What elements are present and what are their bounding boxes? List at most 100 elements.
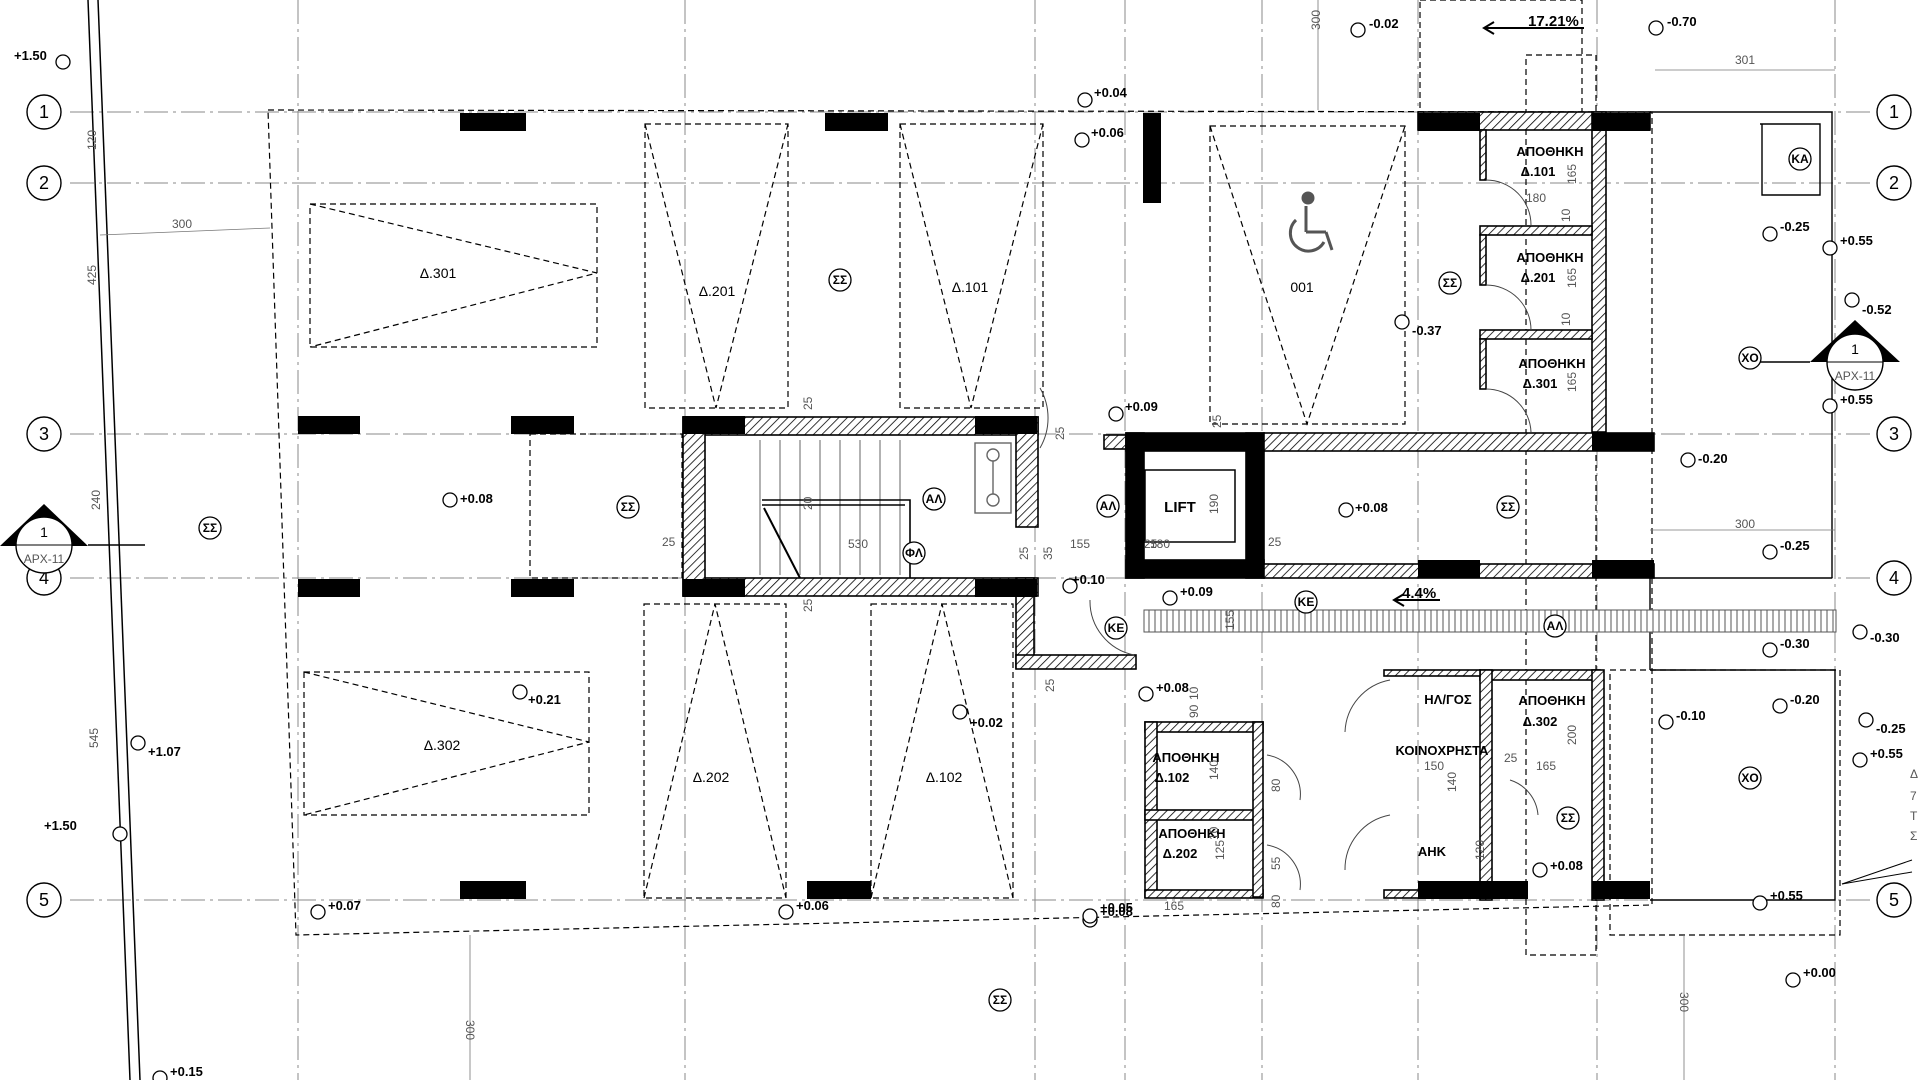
- storage-title-202: ΑΠΟΘΗΚΗ: [1158, 826, 1225, 841]
- level-label: +0.08: [1100, 904, 1133, 919]
- slope-label-corridor: 4.4%: [1402, 585, 1436, 602]
- level-label: +1.50: [14, 48, 47, 63]
- dimension-lines: [99, 0, 1835, 1080]
- edge-text: Τ: [1910, 809, 1918, 823]
- dimension-label: 25: [1504, 751, 1518, 765]
- level-label: -0.25: [1780, 219, 1810, 234]
- dimension-label: 20: [801, 496, 815, 510]
- dimension-label: 10: [1559, 312, 1573, 326]
- slope-arrows: [1392, 21, 1584, 607]
- parking-label-202: Δ.202: [693, 769, 730, 785]
- symbol-ss: ΣΣ: [833, 273, 847, 287]
- grid-bubble-right-1: [1876, 94, 1912, 130]
- level-label: -0.02: [1369, 16, 1399, 31]
- dimension-label: 155: [1070, 537, 1090, 551]
- grid-label-right-1: 1: [1889, 102, 1899, 122]
- symbol-ss: ΣΣ: [621, 500, 635, 514]
- dimension-label: 240: [89, 490, 103, 510]
- level-label: +0.08: [1355, 500, 1388, 515]
- grid-label-left-2: 2: [39, 173, 49, 193]
- dimension-label: 165: [1565, 268, 1579, 288]
- dimension-label: 300: [172, 217, 192, 231]
- dashed-outlines: [267, 0, 1841, 956]
- symbol-ss: ΣΣ: [203, 521, 217, 535]
- symbol-xo: ΧΟ: [1741, 351, 1758, 365]
- dimension-label: 25: [1268, 535, 1282, 549]
- dimension-label: 90: [1187, 704, 1201, 718]
- dimension-label: 120: [1473, 840, 1487, 860]
- level-label: +0.55: [1840, 392, 1873, 407]
- level-label: +0.15: [170, 1064, 203, 1079]
- storage-label-301: Δ.301: [1523, 376, 1558, 391]
- grid-bubble-right-5: [1876, 882, 1912, 918]
- level-label: -0.25: [1876, 721, 1906, 736]
- dimension-label: 25: [801, 396, 815, 410]
- room-labels: Δ.301 Δ.201 Δ.101 001 Δ.302 Δ.202 Δ.102 …: [420, 144, 1586, 861]
- storage-label-102: Δ.102: [1155, 770, 1190, 785]
- level-label: +0.55: [1840, 233, 1873, 248]
- level-label: +0.09: [1125, 399, 1158, 414]
- level-label: +0.06: [1091, 125, 1124, 140]
- edge-text: Σ: [1910, 829, 1917, 843]
- grid-label-left-4: 4: [39, 568, 49, 588]
- symbol-fl: ΦΛ: [905, 546, 923, 560]
- dimension-labels: 300 301 300 300 300 300 120 425 240 545 …: [85, 10, 1755, 1041]
- circled-symbol-labels: ΣΣ ΣΣ ΣΣ ΣΣ ΣΣ ΣΣ ΣΣ ΑΛ ΑΛ ΑΛ ΚΕ ΚΕ ΚΑ Χ…: [203, 152, 1809, 1007]
- dimension-label: 300: [1677, 992, 1691, 1012]
- level-label: +0.08: [1156, 680, 1189, 695]
- symbol-xo: ΧΟ: [1741, 771, 1758, 785]
- level-label: -0.20: [1698, 451, 1728, 466]
- level-labels: +1.50 -0.02 -0.70 +0.04 +0.06 -0.25 +0.5…: [14, 14, 1906, 1079]
- level-label: +0.05: [1100, 900, 1133, 915]
- level-label: +1.50: [44, 818, 77, 833]
- storage-title-201: ΑΠΟΘΗΚΗ: [1516, 250, 1583, 265]
- section-marker-left: [0, 504, 145, 574]
- building-edge-right: [1649, 111, 1836, 901]
- grid-bubble-left-3: [26, 416, 62, 452]
- level-label: +0.02: [970, 715, 1003, 730]
- dimension-label: 165: [1565, 372, 1579, 392]
- symbol-al: ΑΛ: [1547, 619, 1564, 633]
- symbol-ss: ΣΣ: [1501, 500, 1515, 514]
- level-label: -0.70: [1667, 14, 1697, 29]
- ramp-strip: [1143, 609, 1837, 633]
- grid-label-right-2: 2: [1889, 173, 1899, 193]
- ahk-meter-label: ΑΗΚ: [1418, 844, 1447, 859]
- grid-bubble-left-5: [26, 882, 62, 918]
- storage-title-102: ΑΠΟΘΗΚΗ: [1152, 750, 1219, 765]
- dimension-label: 35: [1041, 546, 1055, 560]
- storage-label-101: Δ.101: [1521, 164, 1556, 179]
- lift-label: LIFT: [1164, 499, 1196, 516]
- grid-label-right-4: 4: [1889, 568, 1899, 588]
- dimension-label: 150: [1424, 759, 1444, 773]
- level-label: +1.07: [148, 744, 181, 759]
- level-label: +0.04: [1094, 85, 1128, 100]
- dimension-label: 25: [801, 598, 815, 612]
- stair-rail: [762, 499, 911, 578]
- dimension-label: 25: [1210, 414, 1224, 428]
- level-marker-symbols: [55, 20, 1874, 1080]
- grid-bubble-right-2: [1876, 165, 1912, 201]
- level-label: +0.08: [460, 491, 493, 506]
- level-label: +0.09: [1180, 584, 1213, 599]
- grid-bubble-right-3: [1876, 416, 1912, 452]
- section-ref-right: ΑΡΧ-11: [1835, 369, 1876, 383]
- dimension-label: 25: [1053, 426, 1067, 440]
- dimension-label: 55: [1269, 856, 1283, 870]
- grid-label-right-5: 5: [1889, 890, 1899, 910]
- dimension-label: 200: [1565, 725, 1579, 745]
- level-label: -0.10: [1676, 708, 1706, 723]
- level-label: -0.30: [1870, 630, 1900, 645]
- dimension-label: 140: [1445, 772, 1459, 792]
- grid-label-left-5: 5: [39, 890, 49, 910]
- parking-label-101: Δ.101: [952, 279, 989, 295]
- level-label: +0.06: [796, 898, 829, 913]
- section-ref-left: ΑΡΧ-11: [24, 552, 65, 566]
- symbol-al: ΑΛ: [926, 492, 943, 506]
- symbol-ka: ΚΑ: [1791, 152, 1809, 166]
- storage-title-302: ΑΠΟΘΗΚΗ: [1518, 693, 1585, 708]
- columns: [298, 113, 1654, 899]
- dimension-label: 120: [85, 130, 99, 150]
- level-label: -0.37: [1412, 323, 1442, 338]
- dimension-label: 80: [1269, 778, 1283, 792]
